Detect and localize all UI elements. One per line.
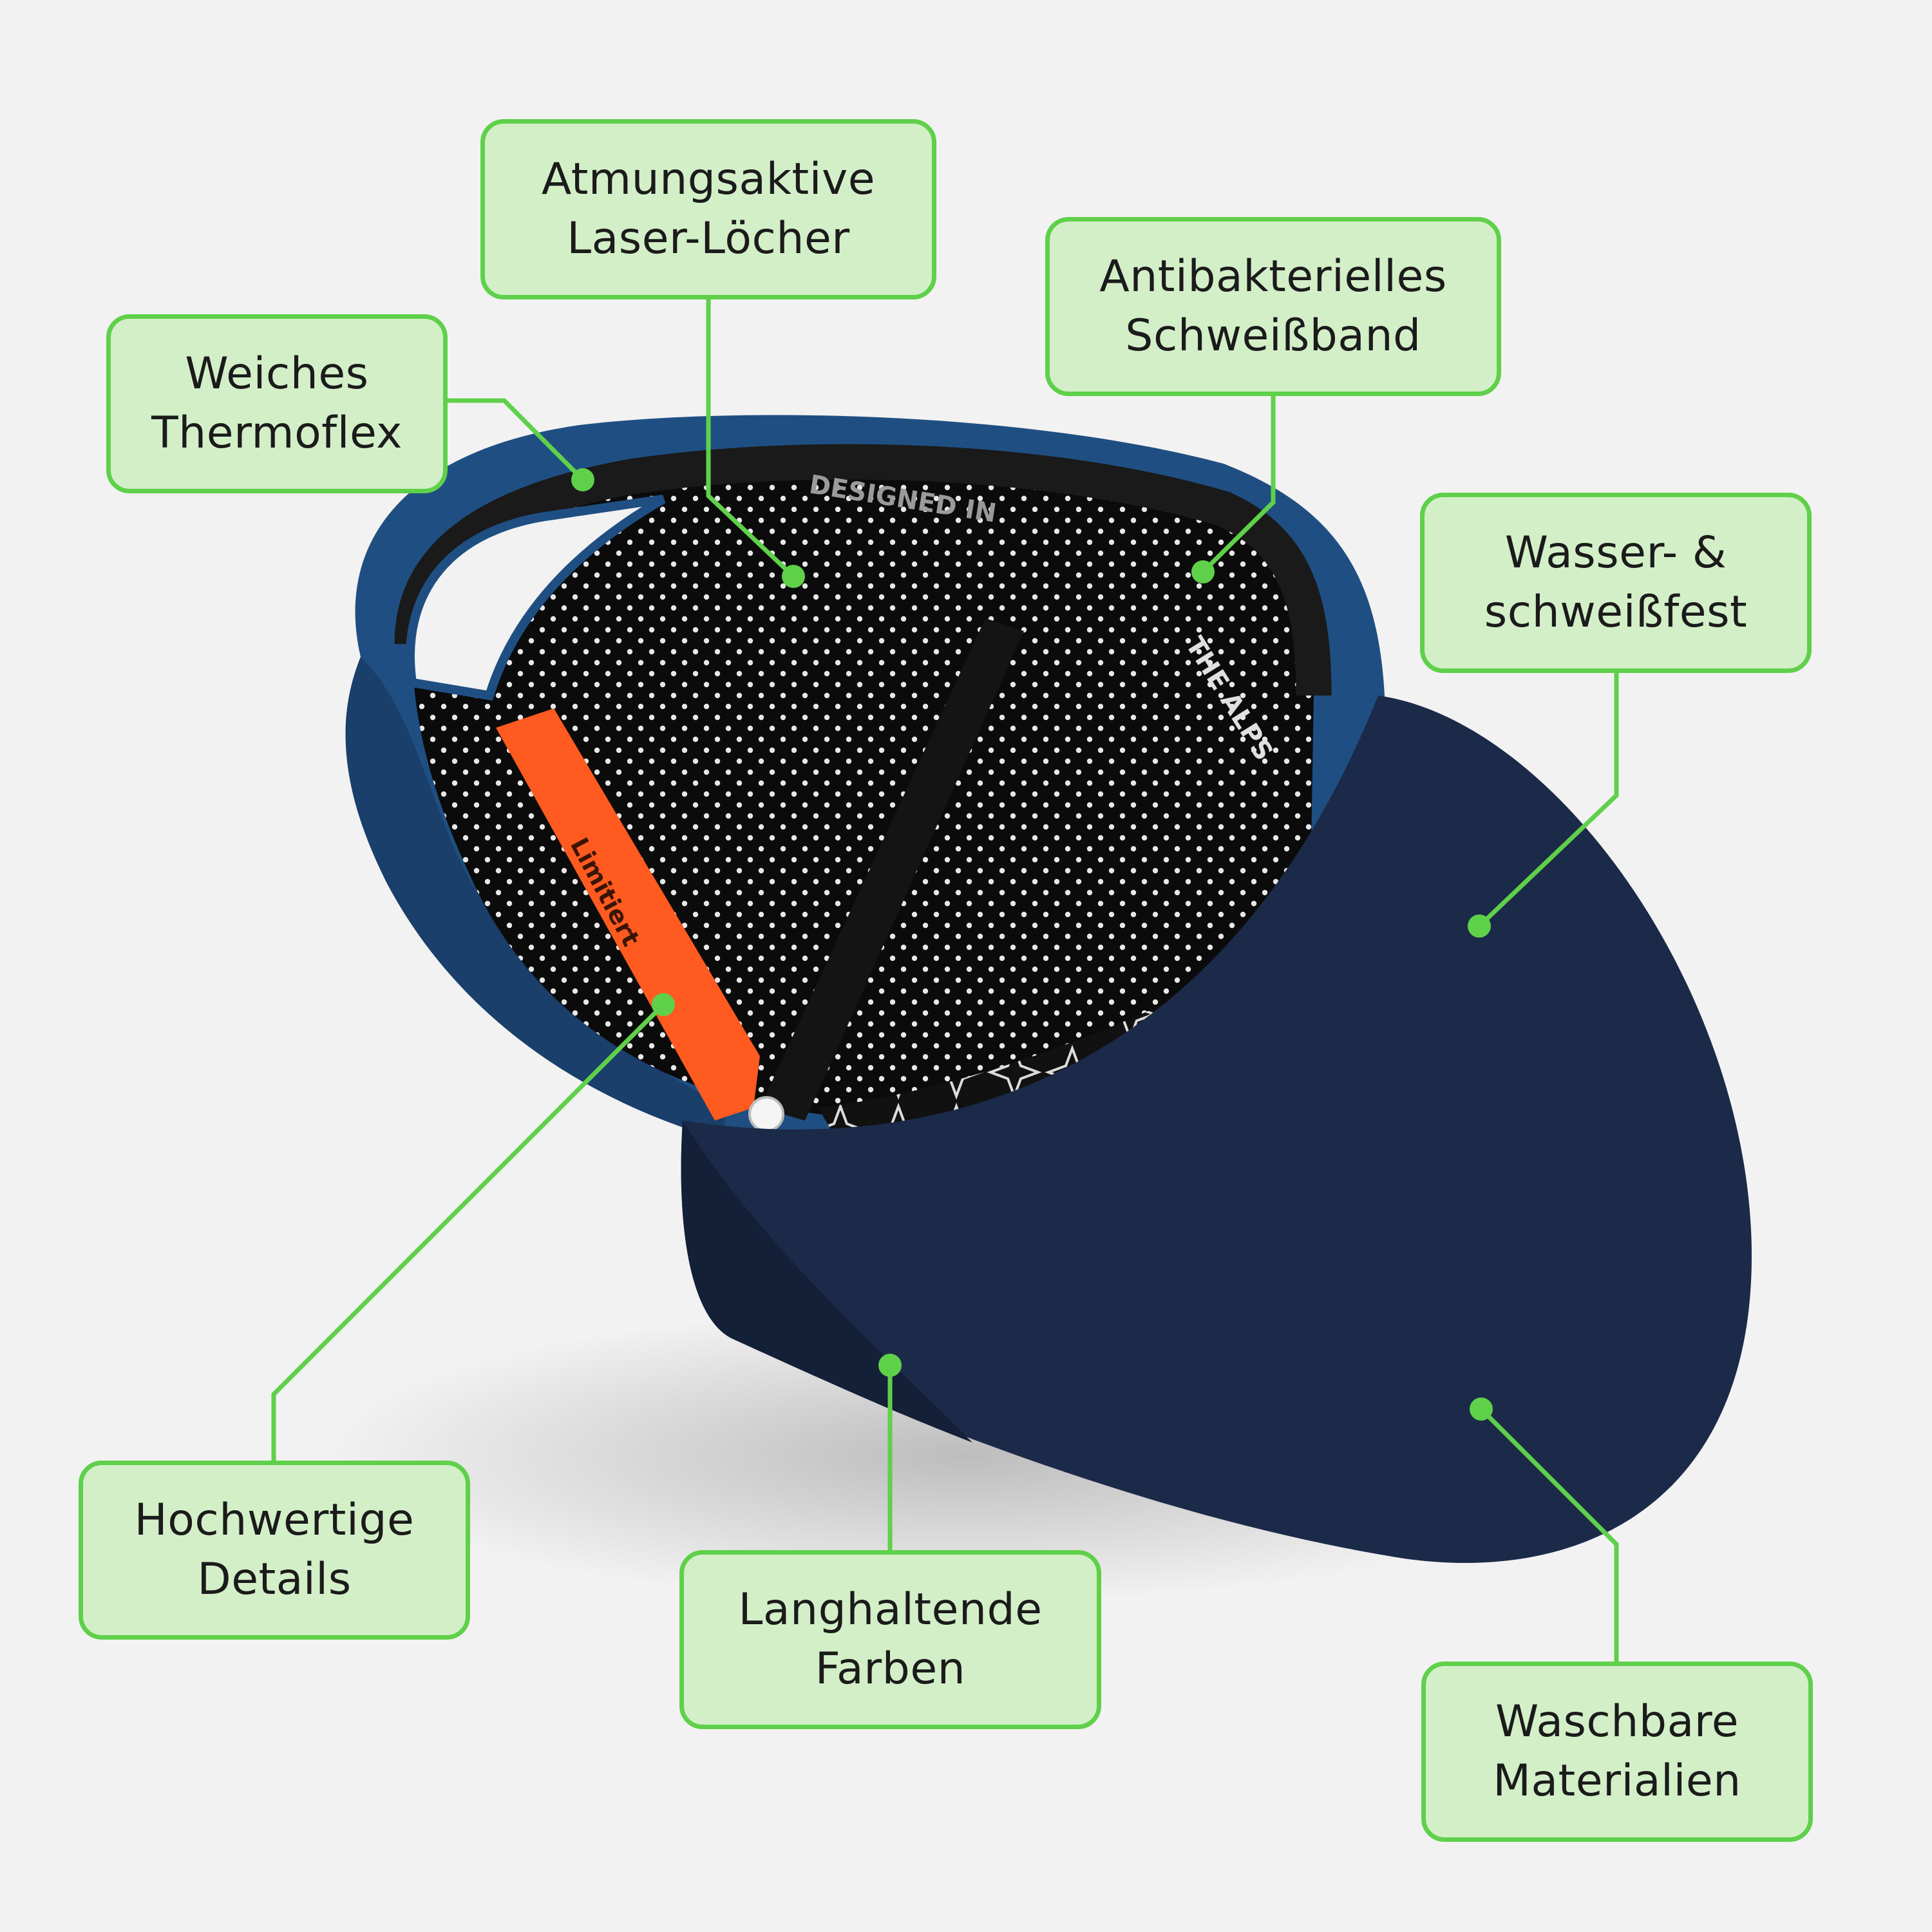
callout-laser-holes: Atmungsaktive Laser-Löcher — [480, 119, 936, 299]
dot-sweatband — [1191, 560, 1215, 583]
callout-thermoflex: Weiches Thermoflex — [106, 314, 448, 493]
callout-thermoflex-line1: Weiches — [185, 348, 369, 399]
callout-details: Hochwertige Details — [79, 1461, 470, 1640]
cap-side-panel — [345, 657, 728, 1140]
callout-details-line1: Hochwertige — [134, 1495, 415, 1546]
cap-visor — [681, 696, 1752, 1563]
center-tape — [760, 618, 1024, 1121]
callout-water-resistant: Wasser- & schweißfest — [1420, 493, 1812, 673]
dot-water-resistant — [1468, 914, 1491, 938]
callout-sweatband: Antibakterielles Schweißband — [1045, 217, 1501, 396]
callout-laser-holes-line2: Laser-Löcher — [567, 213, 850, 264]
leader-laser-holes — [706, 299, 795, 578]
callout-colors-line1: Langhaltende — [738, 1584, 1043, 1635]
leader-water-resistant — [1477, 673, 1619, 928]
sweatband — [394, 444, 1332, 696]
callout-washable-line1: Waschbare — [1495, 1696, 1739, 1747]
callout-colors-line2: Farben — [815, 1643, 966, 1694]
dot-thermoflex — [571, 468, 594, 491]
callout-washable-line2: Materialien — [1493, 1756, 1741, 1806]
callout-washable: Waschbare Materialien — [1421, 1662, 1813, 1842]
visor-underside-shade — [681, 1121, 972, 1443]
leader-sweatband — [1201, 396, 1276, 574]
callout-sweatband-line2: Schweißband — [1125, 310, 1421, 361]
strap-opening — [405, 495, 666, 701]
orange-strap — [496, 708, 760, 1121]
callout-details-line2: Details — [197, 1554, 352, 1605]
callout-colors: Langhaltende Farben — [679, 1550, 1101, 1729]
top-button — [748, 1096, 784, 1132]
leader-details — [271, 1003, 665, 1461]
leader-washable — [1479, 1407, 1619, 1662]
dot-colors — [878, 1354, 902, 1377]
dot-washable — [1470, 1397, 1493, 1421]
callout-water-resistant-line1: Wasser- & — [1504, 527, 1727, 578]
callout-thermoflex-line2: Thermoflex — [151, 408, 402, 459]
leader-dots — [571, 468, 1493, 1421]
callout-water-resistant-line2: schweißfest — [1484, 587, 1748, 638]
callout-sweatband-line1: Antibakterielles — [1099, 251, 1447, 302]
leader-lines — [271, 299, 1619, 1662]
dot-details — [652, 993, 675, 1016]
callout-laser-holes-line1: Atmungsaktive — [541, 154, 876, 205]
leader-thermoflex — [448, 398, 585, 482]
dot-laser-holes — [782, 565, 805, 588]
